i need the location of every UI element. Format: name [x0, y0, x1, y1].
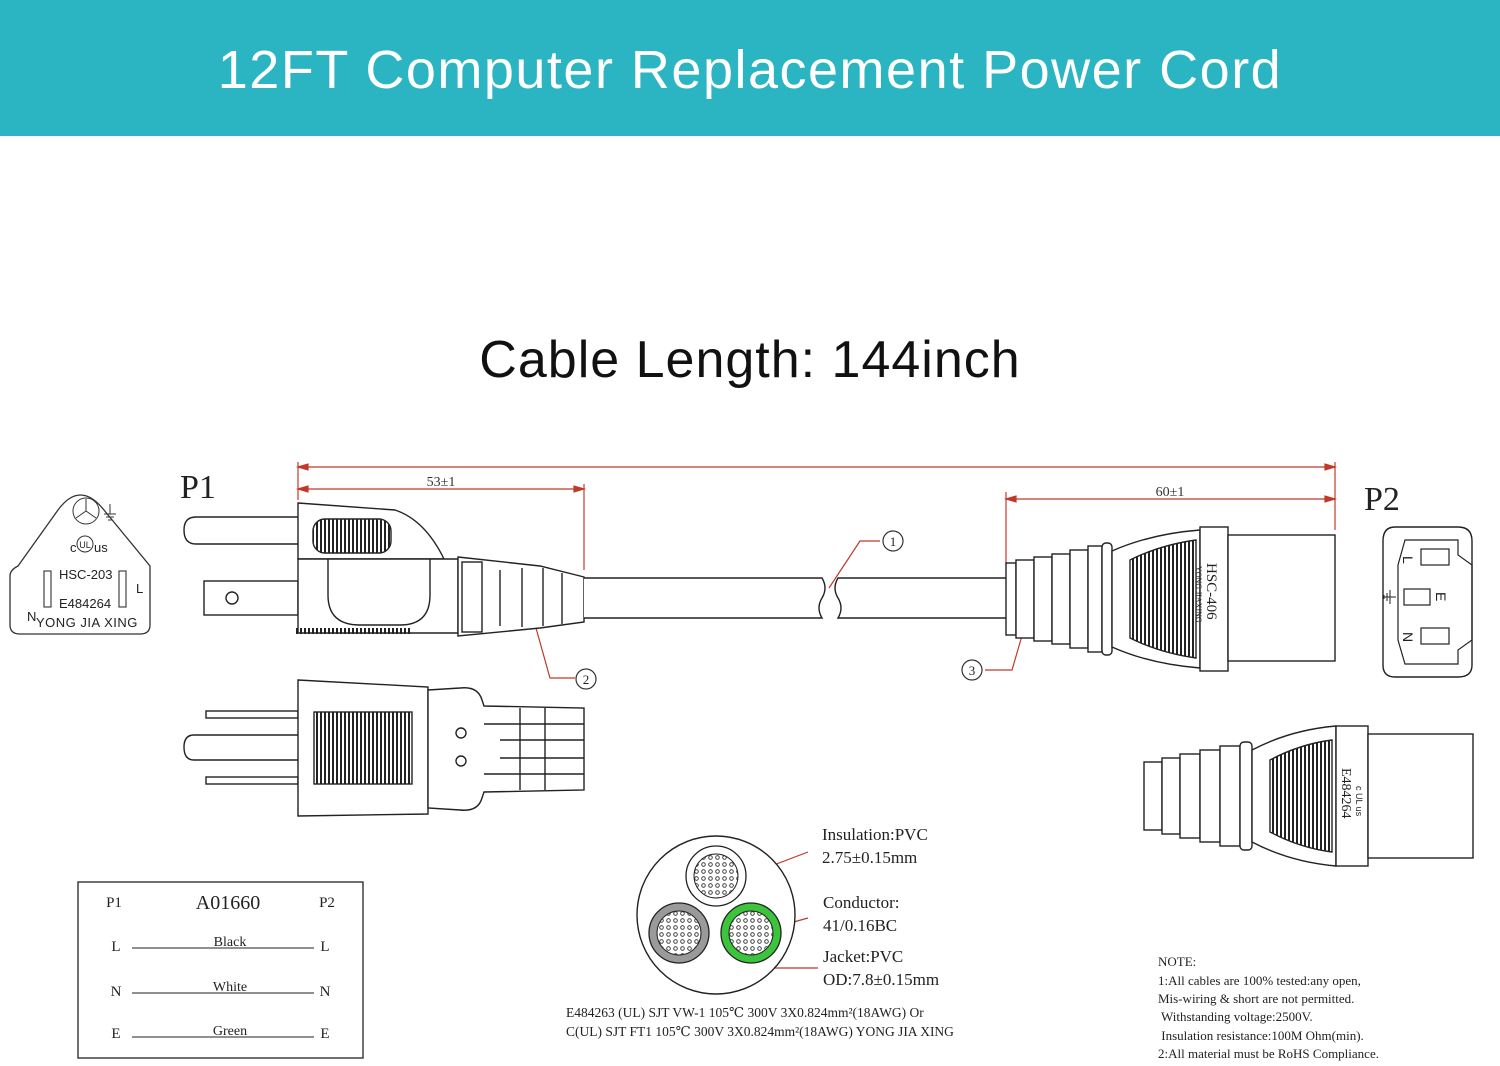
page-title: 12FT Computer Replacement Power Cord	[217, 40, 1283, 100]
note-line: Mis-wiring & short are not permitted.	[1158, 991, 1354, 1006]
cable	[584, 577, 1006, 619]
table-row: L Black L	[111, 935, 329, 955]
note-line: Withstanding voltage:2500V.	[1158, 1009, 1313, 1024]
callout-1: 1	[882, 530, 904, 552]
white-conductor	[648, 902, 710, 964]
svg-text:E: E	[111, 1026, 120, 1042]
table-row: N White N	[111, 980, 331, 1000]
plug-face-pin-l: L	[136, 581, 143, 596]
svg-text:2: 2	[583, 672, 590, 687]
p2-connector-side-view	[1005, 526, 1336, 672]
insulation-label: Insulation:PVC	[822, 825, 928, 844]
note-line: 2:All material must be RoHS Compliance.	[1158, 1046, 1379, 1061]
p2-model-text: HSC-406	[1203, 563, 1219, 620]
spec-line-2: C(UL) SJT FT1 105℃ 300V 3X0.824mm²(18AWG…	[566, 1024, 954, 1039]
svg-text:c: c	[70, 540, 77, 555]
p1-plug-top-view	[183, 679, 585, 817]
jacket-value: OD:7.8±0.15mm	[823, 970, 939, 989]
svg-text:Black: Black	[214, 935, 247, 950]
neutral-slot	[43, 570, 52, 608]
dimension-lines	[295, 462, 1338, 969]
note-line: Insulation resistance:100M Ohm(min).	[1158, 1028, 1364, 1043]
ground-icon	[72, 497, 116, 525]
p1-plug-side-view	[183, 502, 585, 637]
p2-top-cert: c UL us	[1354, 786, 1364, 817]
ul-cert-icon: c UL us	[70, 535, 108, 555]
p1-plug-face: c UL us HSC-203 E484264 L N YONG JIA XIN…	[9, 494, 151, 635]
conductor-label: Conductor:	[823, 893, 900, 912]
p2-earth-slot	[1403, 588, 1431, 606]
cable-length-heading: Cable Length: 144inch	[479, 331, 1021, 389]
p2-maker-text: YONG JIAXING	[1194, 566, 1203, 623]
wiring-table-part-no: A01660	[196, 892, 260, 914]
p1-dimension-label: 53±1	[427, 475, 456, 490]
p2-line-slot	[1420, 548, 1450, 566]
p2-top-file-no: E484264	[1338, 768, 1353, 819]
plug-face-maker: YONG JIA XING	[36, 615, 138, 630]
svg-text:UL: UL	[79, 540, 91, 550]
spec-line-1: E484263 (UL) SJT VW-1 105℃ 300V 3X0.824m…	[566, 1005, 924, 1020]
plug-face-file-no: E484264	[59, 596, 111, 611]
p2-connector-face: L E N	[1382, 526, 1473, 678]
jacket-label: Jacket:PVC	[823, 947, 903, 966]
svg-text:L: L	[320, 939, 329, 955]
note-line: 1:All cables are 100% tested:any open,	[1158, 973, 1361, 988]
wiring-table: P1 A01660 P2 L Black L N White N E Green…	[77, 881, 364, 1059]
p2-connector-top-view	[1143, 725, 1474, 867]
black-conductor	[685, 845, 747, 907]
svg-text:us: us	[94, 540, 108, 555]
conductor-value: 41/0.16BC	[823, 916, 897, 935]
callout-3: 3	[961, 659, 983, 681]
green-conductor	[720, 902, 782, 964]
notes-title: NOTE:	[1158, 954, 1196, 969]
wiring-table-right-header: P2	[319, 895, 335, 911]
ground-symbol-icon	[1383, 590, 1396, 604]
svg-text:L: L	[111, 939, 120, 955]
cable-cross-section	[636, 835, 796, 995]
svg-text:1: 1	[890, 534, 897, 549]
title-banner	[0, 0, 1500, 136]
p2-dimension-label: 60±1	[1156, 485, 1185, 500]
table-row: E Green E	[111, 1024, 329, 1042]
notes: NOTE: 1:All cables are 100% tested:any o…	[1158, 954, 1379, 1061]
p2-face-pin-e: E	[1433, 592, 1449, 601]
insulation-value: 2.75±0.15mm	[822, 848, 917, 867]
svg-text:N: N	[320, 984, 331, 1000]
p1-label: P1	[180, 469, 216, 506]
svg-text:3: 3	[969, 663, 976, 678]
line-slot	[118, 570, 127, 608]
p2-face-pin-l: L	[1400, 556, 1416, 564]
p2-face-pin-n: N	[1400, 632, 1416, 642]
callout-2: 2	[575, 668, 597, 690]
svg-text:N: N	[111, 984, 122, 1000]
svg-text:E: E	[320, 1026, 329, 1042]
p2-neutral-slot	[1420, 627, 1450, 645]
plug-face-pin-n: N	[27, 609, 36, 624]
wiring-table-left-header: P1	[106, 895, 122, 911]
p2-label: P2	[1364, 481, 1400, 518]
svg-text:White: White	[213, 980, 247, 995]
svg-text:Green: Green	[213, 1024, 247, 1039]
plug-face-model: HSC-203	[59, 567, 112, 582]
